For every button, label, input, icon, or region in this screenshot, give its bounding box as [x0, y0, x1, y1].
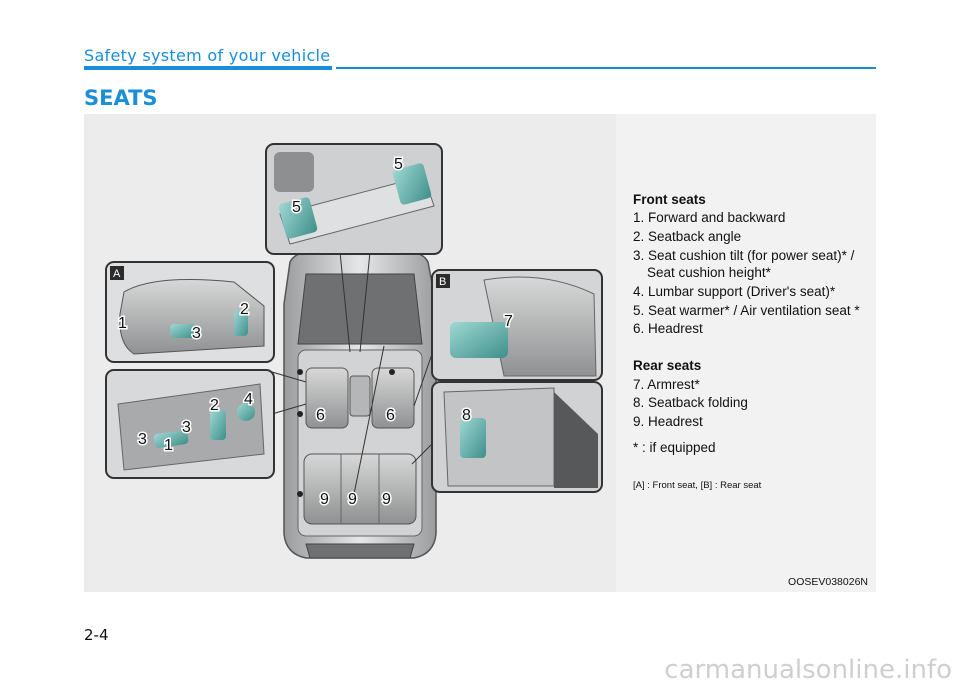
inset-b-label: B — [439, 276, 446, 288]
front-seats-heading: Front seats — [633, 192, 706, 207]
legend-item: 2. Seatback angle — [633, 229, 742, 244]
watermark: carmanualsonline.info — [664, 655, 952, 685]
page-title: SEATS — [84, 86, 158, 110]
callout-numbers: 5 5 1 2 3 2 4 3 3 1 7 8 6 6 9 9 9 — [117, 155, 515, 510]
figure-code: OOSEV038026N — [788, 576, 868, 588]
callout: 8 — [462, 407, 471, 424]
inset-b-rear-seat — [431, 269, 603, 381]
legend-item: 7. Armrest* — [633, 377, 700, 392]
section-title: Safety system of your vehicle — [84, 46, 331, 65]
legend-item: 4. Lumbar support (Driver's seat)* — [633, 284, 836, 299]
callout: 3 — [182, 419, 191, 436]
callout: 2 — [240, 301, 249, 318]
inset-a-lower — [105, 369, 275, 479]
callout: 2 — [210, 397, 219, 414]
legend-item: 8. Seatback folding — [633, 395, 748, 410]
figure-caption: [A] : Front seat, [B] : Rear seat — [633, 480, 762, 491]
legend-panel: Front seats 1. Forward and backward 2. S… — [616, 114, 876, 592]
inset-seat-warmer — [265, 143, 443, 255]
callout: 3 — [192, 325, 201, 342]
legend-item: 1. Forward and backward — [633, 210, 786, 225]
callout: 6 — [386, 407, 395, 424]
header-rule-thick — [84, 66, 332, 70]
page-number: 2-4 — [84, 626, 109, 644]
legend-item: 9. Headrest — [633, 414, 703, 429]
callout: 1 — [118, 315, 127, 332]
callout: 9 — [348, 491, 357, 508]
legend-item-continued: Seat cushion height* — [647, 265, 771, 280]
callout: 3 — [138, 431, 147, 448]
legend-item: 5. Seat warmer* / Air ventilation seat * — [633, 303, 860, 318]
inset-a-label: A — [113, 268, 121, 280]
callout: 5 — [292, 199, 301, 216]
seats-illustration: A B 5 5 1 2 3 2 4 3 3 1 7 8 6 6 9 9 9 — [84, 114, 616, 592]
inset-a-front-seat — [105, 261, 275, 363]
legend-item: 6. Headrest — [633, 321, 703, 336]
legend-item: 3. Seat cushion tilt (for power seat)* / — [633, 248, 855, 263]
callout: 9 — [320, 491, 329, 508]
inset-b-lower — [431, 381, 603, 493]
callout: 5 — [394, 156, 403, 173]
seats-illustration-svg: A B 5 5 1 2 3 2 4 3 3 1 7 8 6 6 9 9 9 — [105, 143, 603, 559]
callout: 9 — [382, 491, 391, 508]
footnote: * : if equipped — [633, 440, 716, 455]
seats-figure: A B 5 5 1 2 3 2 4 3 3 1 7 8 6 6 9 9 9 — [84, 114, 876, 592]
rear-seats-heading: Rear seats — [633, 358, 702, 373]
callout: 7 — [504, 313, 513, 330]
callout: 1 — [164, 437, 173, 454]
callout: 6 — [316, 407, 325, 424]
header-rule-thin — [336, 67, 876, 69]
car-top-view — [271, 251, 437, 559]
callout: 4 — [244, 391, 253, 408]
